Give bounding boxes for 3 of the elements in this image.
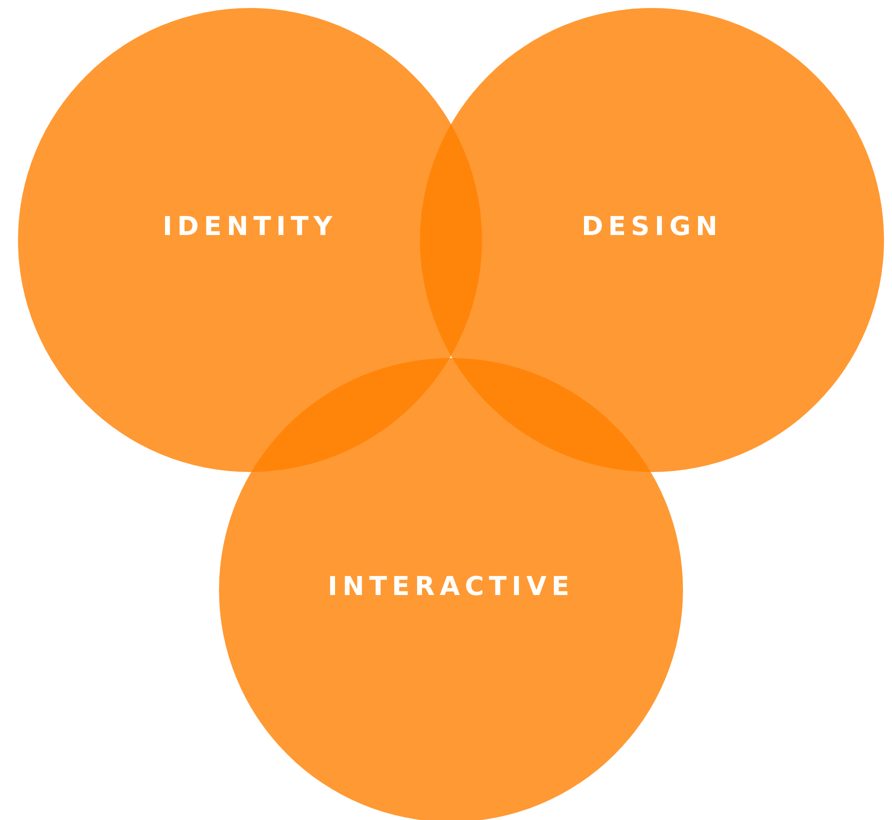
circle-label: INTERACTIVE bbox=[328, 572, 574, 602]
circle-label: IDENTITY bbox=[162, 212, 338, 242]
circle-label: DESIGN bbox=[582, 212, 722, 242]
